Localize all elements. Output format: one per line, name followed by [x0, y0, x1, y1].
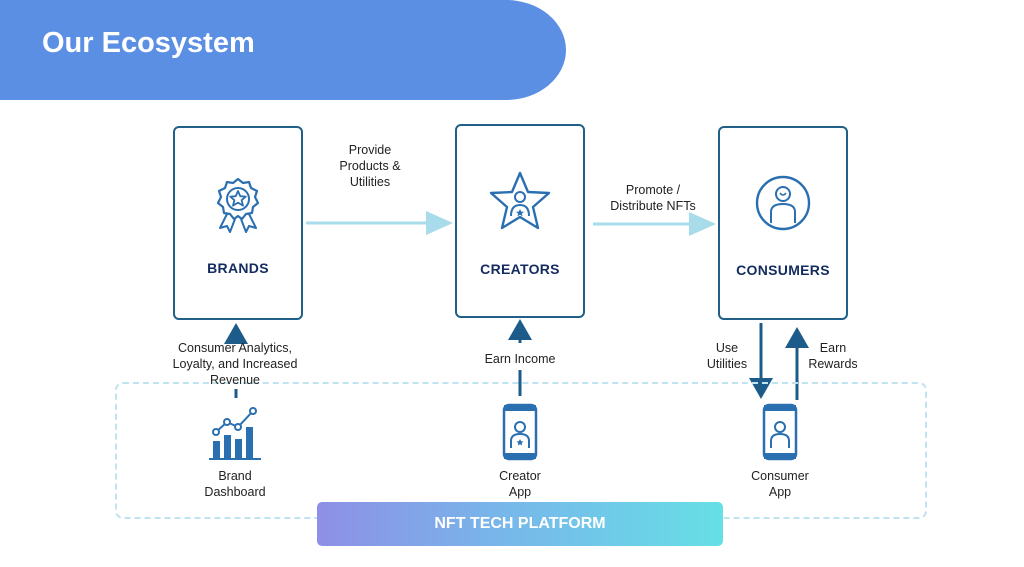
brand-dashboard-label: Brand Dashboard	[204, 469, 266, 499]
use-utilities-label: Use Utilities	[706, 341, 748, 371]
nft-tech-platform-bar: NFT TECH PLATFORM	[317, 502, 723, 546]
earn-rewards-label: Earn Rewards	[808, 341, 858, 371]
provide-label: Provide Products & Utilities	[339, 143, 401, 189]
badge-star-icon	[216, 177, 260, 233]
consumer-app-label: Consumer App	[751, 469, 809, 499]
consumers-node: CONSUMERS	[718, 126, 848, 320]
brands-node: BRANDS	[173, 126, 303, 320]
header-banner	[0, 0, 566, 100]
bar-chart-icon	[209, 407, 261, 460]
brands-label: BRANDS	[207, 260, 269, 276]
creators-node: CREATORS	[455, 124, 585, 318]
phone-creator-icon	[502, 403, 538, 461]
earn-income-label: Earn Income	[484, 352, 556, 366]
creators-label: CREATORS	[480, 261, 560, 277]
promote-label: Promote / Distribute NFTs	[610, 183, 696, 213]
consumers-label: CONSUMERS	[736, 262, 830, 278]
phone-user-icon	[762, 403, 798, 461]
star-person-icon	[489, 171, 551, 230]
creator-app-label: Creator App	[499, 469, 541, 499]
page-title: Our Ecosystem	[42, 27, 255, 59]
platform-label: NFT TECH PLATFORM	[434, 515, 606, 532]
analytics-label: Consumer Analytics, Loyalty, and Increas…	[172, 341, 298, 387]
user-circle-icon	[755, 175, 811, 231]
